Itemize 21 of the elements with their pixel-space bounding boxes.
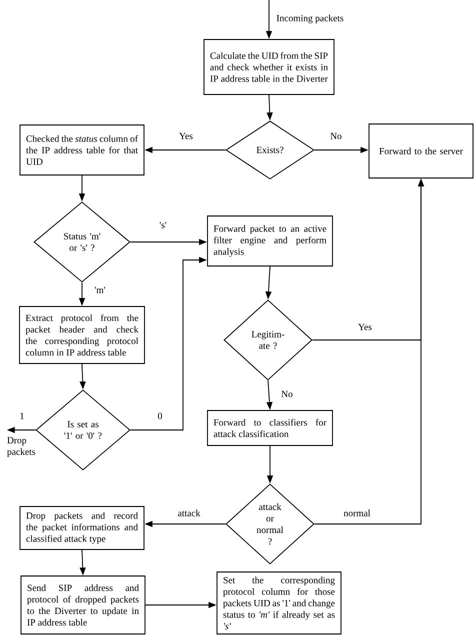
- edge-label: attack: [176, 508, 202, 518]
- process-box: Forward packet to an active filter engine and perform analysis: [207, 216, 333, 266]
- process-box: Forward to classifiers for attack classification: [207, 410, 333, 446]
- edge-label: normal: [342, 508, 372, 518]
- process-box: Checked the status column of the IP address table for that UID: [20, 124, 144, 176]
- process-box: Drop packets and record the packet informations and classified attack type: [20, 506, 144, 550]
- edge-label: Incoming packets: [275, 14, 345, 24]
- edge-label: 'm': [94, 286, 106, 294]
- process-box: Set the corresponding protocol column for those packets UID as '1' and change status to 'm' if already set as 's': [216, 572, 342, 634]
- edge-label: No: [280, 390, 294, 398]
- edge-label: Yes: [178, 132, 194, 140]
- process-box: Send SIP address and protocol of dropped packets to the Diverter to update in IP address table: [20, 576, 146, 634]
- process-box: Forward to the server: [368, 124, 474, 178]
- process-box: Extract protocol from the packet header and check the corresponding protocol column in IP address table: [19, 306, 145, 364]
- edge-label: 's': [158, 220, 168, 230]
- end-label: Drop packets: [7, 437, 36, 457]
- edge-label: No: [329, 132, 343, 140]
- edge-label: 1: [18, 412, 26, 420]
- edge-label: Yes: [357, 322, 373, 332]
- edge-label: 0: [156, 412, 164, 420]
- process-box: Calculate the UID from the SIP and check whether it exists in IP address table in the Diverter: [204, 39, 334, 95]
